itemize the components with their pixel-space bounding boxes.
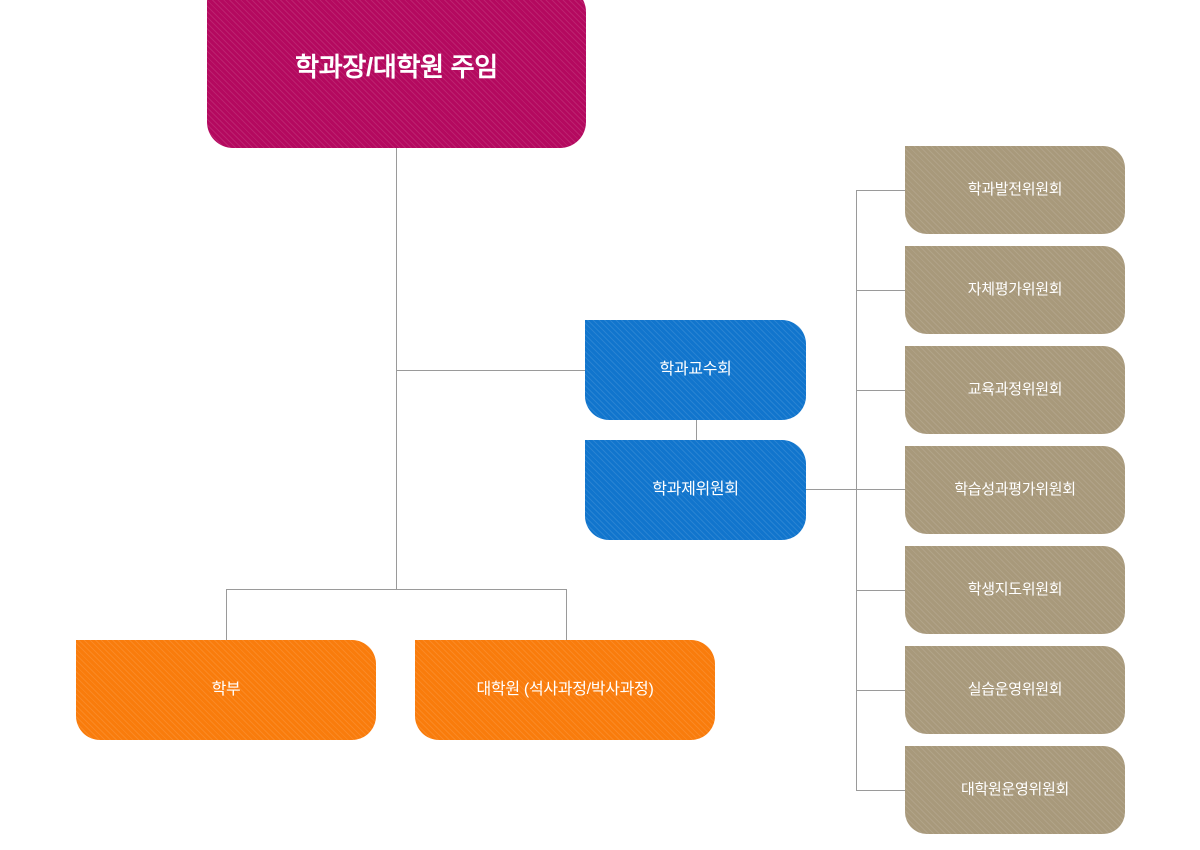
connector-stub-committee-3	[856, 390, 906, 391]
node-committee-development-label: 학과발전위원회	[967, 180, 1063, 198]
connector-stub-committee-4	[856, 489, 906, 490]
node-committee-learning-outcomes[interactable]: 학습성과평가위원회	[905, 446, 1125, 534]
node-committee-student-guidance-label: 학생지도위원회	[967, 580, 1063, 598]
node-committee-student-guidance[interactable]: 학생지도위원회	[905, 546, 1125, 634]
connector-stub-committee-6	[856, 690, 906, 691]
node-graduate-program-label: 대학원 (석사과정/박사과정)	[476, 681, 654, 698]
node-undergraduate-program-label: 학부	[211, 681, 241, 698]
connector-drop-graduate	[566, 589, 567, 641]
node-committee-practicum[interactable]: 실습운영위원회	[905, 646, 1125, 734]
node-committee-self-evaluation-label: 자체평가위원회	[967, 280, 1063, 298]
node-undergraduate-program[interactable]: 학부	[76, 640, 376, 740]
connector-drop-undergraduate	[226, 589, 227, 641]
node-committee-curriculum[interactable]: 교육과정위원회	[905, 346, 1125, 434]
connector-root-to-faculty-council	[396, 370, 586, 371]
node-faculty-council-label: 학과교수회	[659, 361, 732, 378]
node-department-committees-council[interactable]: 학과제위원회	[585, 440, 806, 540]
node-committee-learning-outcomes-label: 학습성과평가위원회	[954, 480, 1076, 498]
node-committee-graduate-operations[interactable]: 대학원운영위원회	[905, 746, 1125, 834]
node-committee-curriculum-label: 교육과정위원회	[967, 380, 1063, 398]
connector-programs-bar	[226, 589, 567, 590]
node-committee-development[interactable]: 학과발전위원회	[905, 146, 1125, 234]
connector-faculty-council-to-committees-council	[696, 420, 697, 441]
node-committee-graduate-operations-label: 대학원운영위원회	[960, 780, 1069, 798]
node-department-head[interactable]: 학과장/대학원 주임	[207, 0, 586, 148]
node-graduate-program[interactable]: 대학원 (석사과정/박사과정)	[415, 640, 715, 740]
connector-stub-committee-2	[856, 290, 906, 291]
connector-council-to-committee-spine	[806, 489, 857, 490]
connector-stub-committee-1	[856, 190, 906, 191]
node-department-committees-council-label: 학과제위원회	[652, 481, 739, 498]
node-committee-practicum-label: 실습운영위원회	[967, 680, 1063, 698]
connector-stub-committee-7	[856, 790, 906, 791]
node-committee-self-evaluation[interactable]: 자체평가위원회	[905, 246, 1125, 334]
node-faculty-council[interactable]: 학과교수회	[585, 320, 806, 420]
node-department-head-label: 학과장/대학원 주임	[295, 51, 498, 82]
connector-committee-spine	[856, 190, 857, 790]
connector-root-spine	[396, 148, 397, 590]
connector-stub-committee-5	[856, 590, 906, 591]
